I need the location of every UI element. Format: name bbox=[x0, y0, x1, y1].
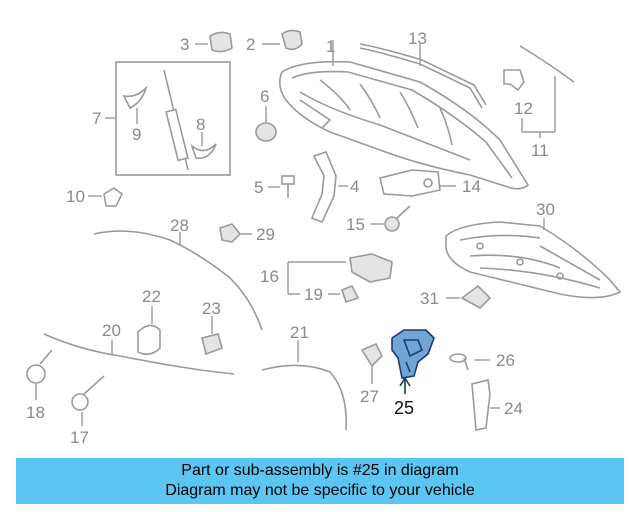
callout-16: 16 bbox=[260, 267, 279, 286]
part-22-handle[interactable] bbox=[137, 324, 161, 356]
part-1-hood[interactable] bbox=[278, 60, 530, 190]
part-12-bracket[interactable] bbox=[503, 69, 525, 92]
callout-4: 4 bbox=[350, 177, 359, 196]
part-6-bumper[interactable] bbox=[255, 122, 277, 142]
part-28-release-cable[interactable] bbox=[93, 230, 263, 331]
part-29-clip[interactable] bbox=[219, 223, 242, 243]
part-4-hinge[interactable] bbox=[310, 151, 337, 224]
part-14-hinge[interactable] bbox=[379, 169, 441, 197]
part-23-handle-clip[interactable] bbox=[201, 333, 223, 356]
callout-18: 18 bbox=[26, 403, 45, 422]
callout-6: 6 bbox=[260, 87, 269, 106]
callout-28: 28 bbox=[170, 216, 189, 235]
callout-14: 14 bbox=[462, 177, 481, 196]
part-21-cable[interactable] bbox=[261, 364, 347, 431]
callout-21: 21 bbox=[290, 323, 309, 342]
callout-5: 5 bbox=[254, 178, 263, 197]
callout-3: 3 bbox=[180, 35, 189, 54]
banner-line-1: Part or sub-assembly is #25 in diagram bbox=[181, 462, 459, 479]
part-10-bumper[interactable] bbox=[103, 187, 124, 207]
part-27-retainer[interactable] bbox=[360, 342, 383, 368]
callout-22: 22 bbox=[142, 287, 161, 306]
part-15-bolt[interactable] bbox=[384, 205, 411, 232]
part-19-bumper[interactable] bbox=[341, 284, 360, 304]
part-26-bolt[interactable] bbox=[449, 353, 469, 371]
callout-17: 17 bbox=[70, 428, 89, 447]
callout-11: 11 bbox=[531, 141, 549, 160]
callout-1: 1 bbox=[326, 37, 335, 56]
callout-9: 9 bbox=[132, 125, 141, 144]
callout-23: 23 bbox=[202, 299, 221, 318]
callout-26: 26 bbox=[496, 351, 515, 370]
part-3-bumper[interactable] bbox=[209, 31, 233, 53]
part-25-latch[interactable] bbox=[391, 329, 435, 379]
callout-12: 12 bbox=[514, 99, 533, 118]
part-18-screw[interactable] bbox=[26, 349, 53, 384]
callout-13: 13 bbox=[408, 29, 427, 48]
callout-10: 10 bbox=[66, 187, 85, 206]
callout-24: 24 bbox=[504, 399, 523, 418]
callout-30: 30 bbox=[536, 200, 555, 219]
part-2-bumper[interactable] bbox=[281, 29, 303, 51]
part-16-latch[interactable] bbox=[349, 253, 393, 283]
part-5-bolt[interactable] bbox=[281, 175, 295, 198]
part-20-cable[interactable] bbox=[43, 333, 235, 375]
callout-2: 2 bbox=[246, 35, 255, 54]
callout-25: 25 bbox=[394, 398, 414, 418]
callout-15: 15 bbox=[346, 215, 365, 234]
part-8-clip[interactable] bbox=[190, 143, 217, 160]
part-24-bracket[interactable] bbox=[471, 379, 491, 431]
part-7-support-strut[interactable] bbox=[163, 69, 189, 171]
info-banner: Part or sub-assembly is #25 in diagram D… bbox=[16, 458, 624, 504]
callout-29: 29 bbox=[256, 225, 275, 244]
part-30-insulator[interactable] bbox=[445, 221, 622, 299]
part-11-molding[interactable] bbox=[519, 45, 575, 83]
callout-20: 20 bbox=[102, 321, 121, 340]
banner-line-2: Diagram may not be specific to your vehi… bbox=[165, 482, 475, 499]
part-9-clip[interactable] bbox=[122, 85, 148, 110]
callout-31: 31 bbox=[420, 289, 439, 308]
part-17-screw[interactable] bbox=[71, 375, 105, 411]
callout-8: 8 bbox=[196, 115, 205, 134]
parts-diagram: 1 2 3 13 7 9 8 6 12 bbox=[26, 29, 622, 447]
part-31-pad[interactable] bbox=[460, 284, 492, 309]
callout-27: 27 bbox=[360, 387, 379, 406]
callout-19: 19 bbox=[304, 285, 323, 304]
callout-7: 7 bbox=[92, 109, 101, 128]
